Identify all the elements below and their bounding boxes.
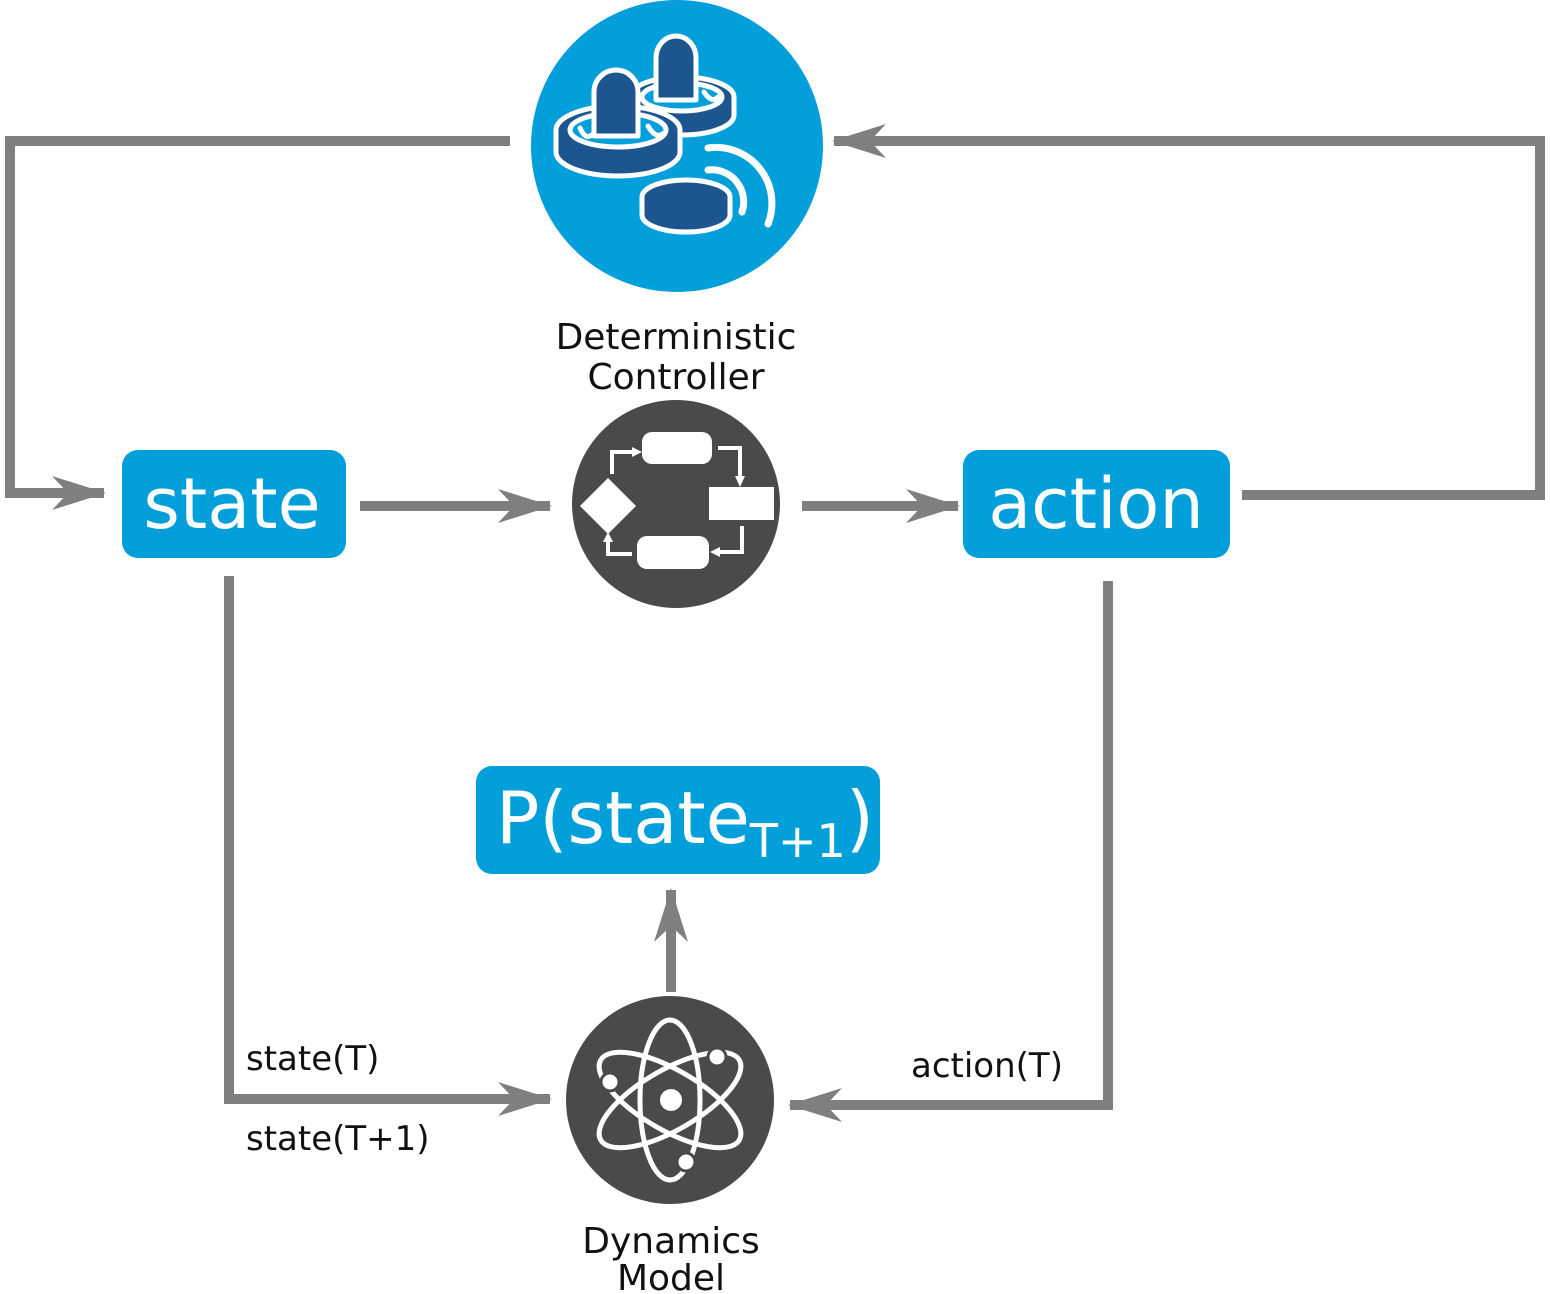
action-t-label: action(T) [911, 1046, 1063, 1086]
dynamics-node: Dynamics Model [566, 996, 774, 1294]
prediction-node: P(stateT+1) [476, 766, 880, 874]
action-box [963, 450, 1230, 558]
edge-action-to-dynamics [788, 581, 1113, 1122]
state-t-label: state(T) [246, 1039, 379, 1079]
dynamics-caption-line1: Dynamics [582, 1221, 760, 1262]
prediction-label: P(stateT+1) [496, 776, 874, 868]
prediction-label-close: ) [846, 776, 874, 860]
state-node: state [122, 450, 346, 558]
state-box [122, 450, 346, 558]
state-t1-label: state(T+1) [246, 1119, 430, 1159]
edge-controller-to-state [5, 136, 510, 510]
prediction-label-sub: T+1 [749, 814, 846, 868]
prediction-label-main: P(state [496, 776, 750, 860]
atom-icon [596, 1017, 744, 1183]
controller-node: Deterministic Controller [531, 0, 823, 398]
prediction-box [476, 766, 880, 874]
edge-action-to-controller [832, 124, 1545, 500]
connectors [5, 124, 1545, 1122]
edge-state-to-dynamics [224, 576, 552, 1116]
state-label: state [143, 463, 320, 545]
controller-caption-line1: Deterministic [556, 317, 797, 358]
flowchart-icon [580, 432, 774, 569]
controller-caption-line2: Controller [587, 357, 764, 398]
flowchart-node [572, 400, 780, 608]
action-node: action [963, 450, 1230, 558]
dynamics-caption-line2: Model [617, 1258, 725, 1294]
action-label: action [988, 463, 1203, 545]
joystick-controller-icon [553, 33, 776, 235]
